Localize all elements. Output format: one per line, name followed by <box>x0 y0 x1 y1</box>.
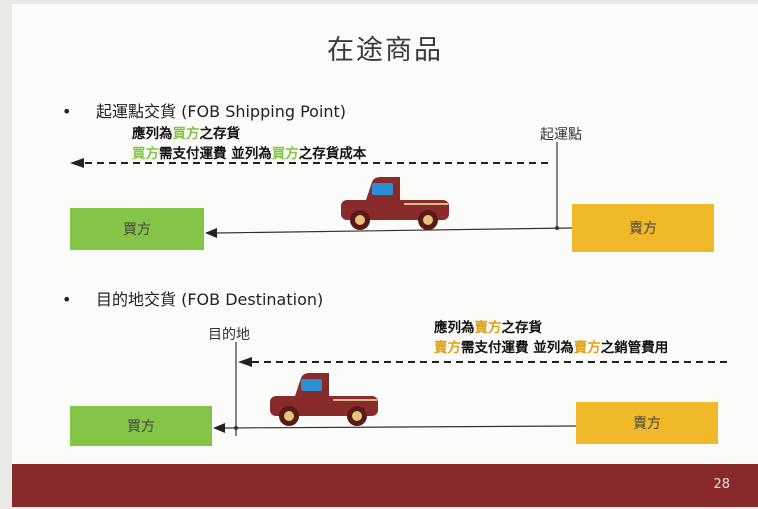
s1-buyer-box: 買方 <box>70 208 204 250</box>
bullet-fob-destination: • 目的地交貨 (FOB Destination) <box>62 286 323 310</box>
bullet-text: 目的地交貨 (FOB Destination) <box>96 290 324 309</box>
s1-truck-icon <box>341 177 449 230</box>
s2-l2-b: 需支付運費 並列為 <box>461 340 574 356</box>
flow-arrows <box>70 142 727 436</box>
s2-goods-flow-arrowhead <box>213 423 225 433</box>
s1-l2-b: 需支付運費 並列為 <box>159 146 272 162</box>
slide: 在途商品 •起運點交貨 (FOB Shipping Point) 應列為買方之存… <box>12 4 758 507</box>
s1-goods-flow-line <box>215 227 573 234</box>
s1-shipping-point-label: 起運點 <box>540 127 582 143</box>
s1-l2-buyer: 買方 <box>132 146 159 162</box>
s1-l1-c: 之存貨 <box>199 126 241 142</box>
slide-footer-bar: 28 <box>12 464 758 507</box>
s2-destination-label: 目的地 <box>208 327 250 343</box>
s2-freight-note: 賣方需支付運費 並列為賣方之銷管費用 <box>434 336 668 356</box>
slide-title: 在途商品 <box>327 35 443 66</box>
s2-seller-box: 賣方 <box>576 402 718 444</box>
s1-l2-buyer2: 買方 <box>271 146 299 162</box>
bullet-text: 起運點交貨 (FOB Shipping Point) <box>96 102 347 121</box>
s1-freight-note: 買方需支付運費 並列為買方之存貨成本 <box>132 142 366 162</box>
s1-l1-a: 應列為 <box>132 126 173 142</box>
s1-dashed-arrowhead <box>70 158 84 168</box>
s2-l1-a: 應列為 <box>434 320 475 336</box>
bullet-fob-shipping-point: • 起運點交貨 (FOB Shipping Point) <box>62 98 346 122</box>
s1-seller-box: 賣方 <box>572 204 714 252</box>
s2-inventory-note: 應列為賣方之存貨 <box>434 316 542 336</box>
bullet-dot: • <box>62 290 72 309</box>
s1-l1-buyer: 買方 <box>172 126 200 142</box>
s2-l2-d: 之銷管費用 <box>600 340 669 356</box>
s1-inventory-note: 應列為買方之存貨 <box>132 122 240 142</box>
s1-goods-flow-arrowhead <box>205 228 217 238</box>
s1-l2-d: 之存貨成本 <box>298 146 367 162</box>
s2-l1-seller: 賣方 <box>474 320 502 336</box>
s2-l2-seller: 賣方 <box>434 340 461 356</box>
s2-l2-seller2: 賣方 <box>573 340 601 356</box>
bullet-dot: • <box>62 102 72 121</box>
s2-dashed-arrowhead <box>238 357 252 367</box>
s2-truck-icon <box>270 373 378 426</box>
s2-goods-flow-line <box>223 425 577 429</box>
s2-l1-c: 之存貨 <box>501 320 543 336</box>
s2-marker-dot <box>234 426 238 430</box>
page-number: 28 <box>713 477 730 492</box>
s1-marker-dot <box>555 226 559 230</box>
s2-buyer-box: 買方 <box>70 406 212 446</box>
